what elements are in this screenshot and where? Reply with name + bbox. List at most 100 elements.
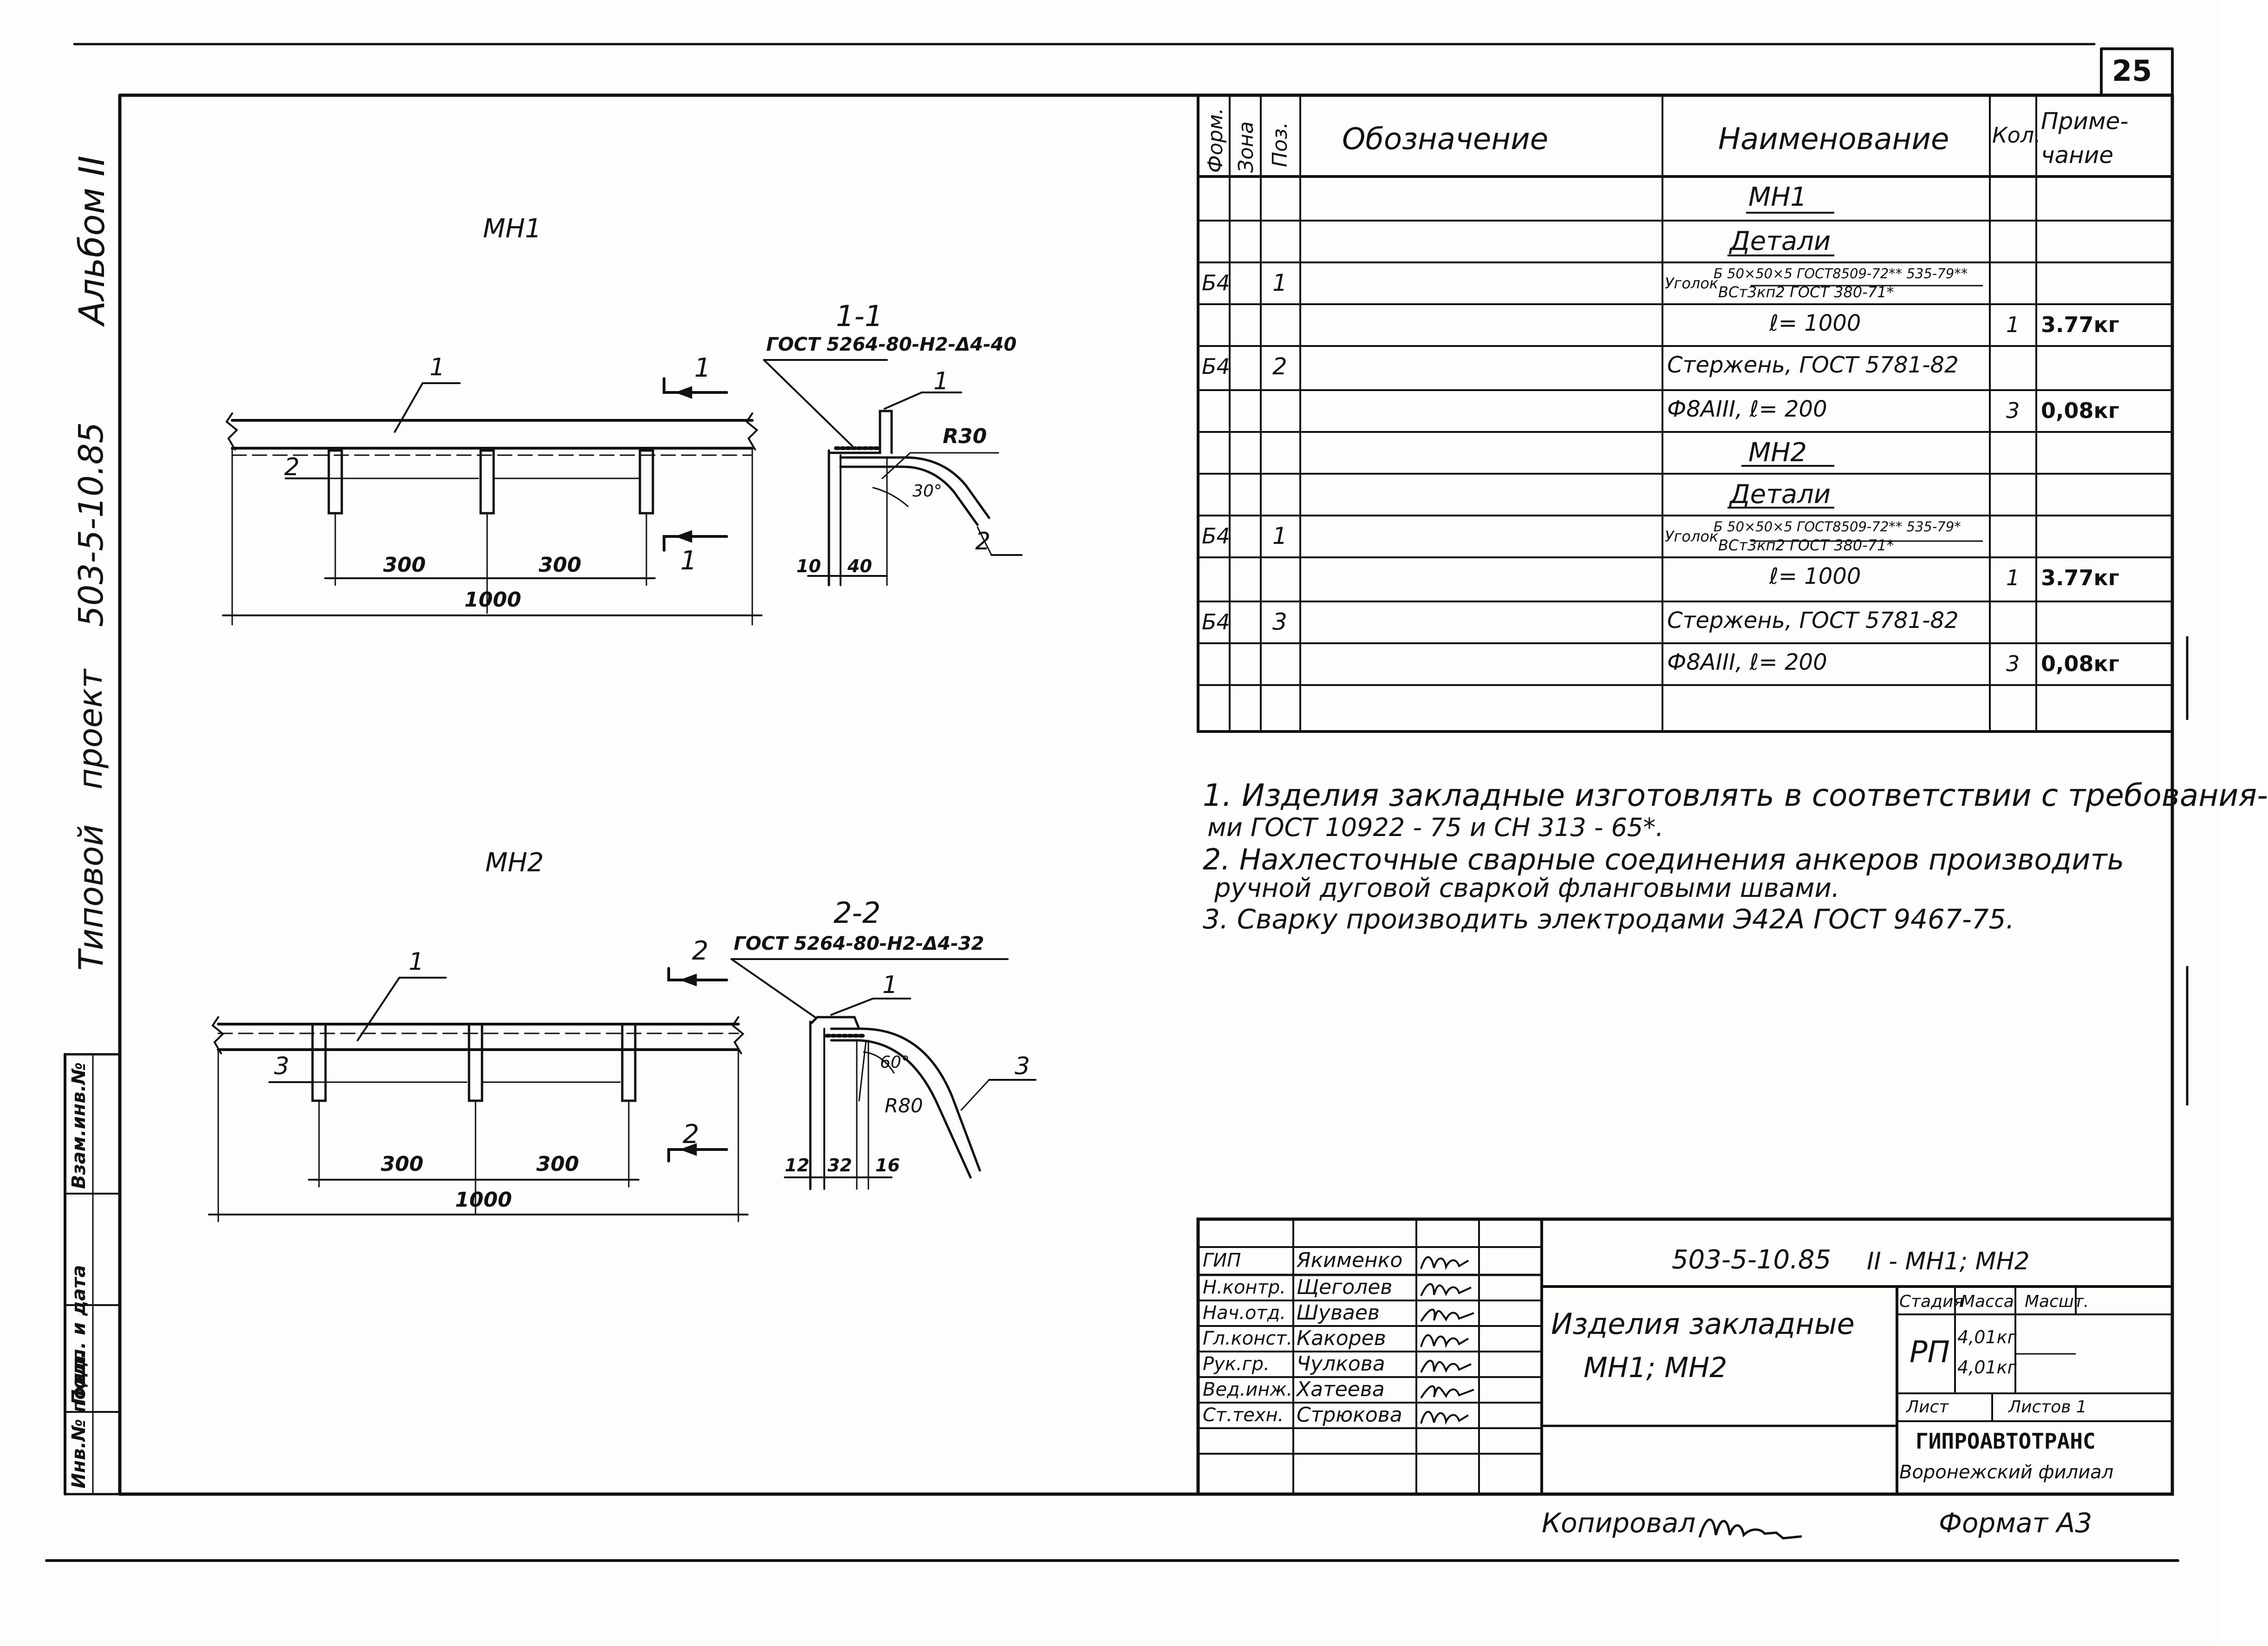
title-block-role: Н.контр.	[1203, 1277, 1286, 1298]
sheets-label: Листов 1	[2008, 1398, 2087, 1417]
spec-row-note: 3.77кг	[2041, 312, 2119, 337]
mn2-section-pos-3: 3	[1015, 1052, 1030, 1080]
title-block-person: Щеголев	[1297, 1275, 1393, 1299]
mn1-cut-mark-bottom: 1	[680, 546, 697, 576]
mn2-dim-300a: 300	[381, 1152, 424, 1176]
note-line-4: ручной дуговой сваркой фланговыми швами.	[1214, 873, 1840, 903]
spec-row-note: 0,08кг	[2041, 651, 2119, 676]
footer-copied: Копировал	[1542, 1507, 1696, 1539]
spec-row-format: Б4	[1202, 609, 1230, 634]
title-block-person: Какорев	[1297, 1326, 1386, 1350]
spec-row-name: Ф8АIII, ℓ= 200	[1667, 649, 1827, 675]
spec-row-name: МН2	[1748, 438, 1807, 468]
spec-row-note: 3.77кг	[2041, 565, 2119, 590]
linework	[45, 43, 2189, 1562]
title-block-role: Вед.инж.	[1203, 1379, 1293, 1400]
mn2-radius: R80	[885, 1094, 923, 1117]
mn1-pos-1: 1	[430, 353, 445, 381]
mn2-title: МН2	[485, 848, 544, 878]
mn2-section-pos-1: 1	[882, 971, 898, 999]
spec-row-pos: 1	[1272, 523, 1287, 549]
drawing-sheet: 25 Альбом II 503-5-10.85 проект Типовой …	[45, 43, 2268, 1562]
mn2-cut-mark-bottom: 2	[683, 1119, 699, 1150]
spec-row-name: ℓ= 1000	[1769, 310, 1861, 336]
stage-label: Стадия	[1899, 1292, 1964, 1311]
title-block-person: Шуваев	[1297, 1301, 1380, 1325]
mn1-dim-300a: 300	[383, 553, 426, 577]
mn2-dim-1000: 1000	[455, 1188, 512, 1212]
header-note: Приме- чание	[2041, 108, 2129, 169]
organization-branch: Воронежский филиал	[1899, 1462, 2114, 1483]
mn1-cut-mark-top: 1	[694, 353, 711, 383]
spec-row-name-bottom: ВСт3кп2 ГОСТ 380-71*	[1718, 283, 1894, 301]
mn1-section-pos-2: 2	[975, 528, 991, 555]
side-project-type: Типовой	[72, 824, 111, 971]
header-qty: Кол.	[1992, 123, 2041, 148]
mn2-pos-3: 3	[274, 1052, 290, 1080]
spec-row-name-prefix: Уголок	[1665, 274, 1719, 292]
stamp-inv: Инв.№ подл.	[68, 1351, 90, 1489]
spec-row-name: МН1	[1748, 182, 1807, 212]
mass-value-1: 4,01кг	[1957, 1327, 2017, 1347]
spec-row-pos: 2	[1272, 353, 1287, 380]
side-code: 503-5-10.85	[72, 422, 111, 627]
mn1-section-title: 1-1	[836, 299, 883, 333]
sheet-number: 25	[2112, 54, 2152, 88]
title-block-person: Хатеева	[1297, 1378, 1385, 1401]
footer-format: Формат А3	[1939, 1507, 2092, 1539]
mn1-dim-10: 10	[796, 556, 821, 576]
mn2-dim-300b: 300	[536, 1152, 579, 1176]
title-block-person: Чулкова	[1297, 1352, 1385, 1376]
mn2-section-title: 2-2	[834, 896, 881, 930]
mn1-angle: 30°	[912, 482, 942, 501]
mn2-dim-32: 32	[828, 1155, 852, 1176]
stage-value: РП	[1910, 1335, 1950, 1370]
mn2-weld-spec: ГОСТ 5264-80-Н2-Δ4-32	[734, 933, 984, 954]
spec-row-name: ℓ= 1000	[1769, 563, 1861, 589]
spec-row-name-top: Б 50×50×5 ГОСТ8509-72** 535-79*	[1714, 519, 1961, 535]
note-line-5: 3. Сварку производить электродами Э42А Г…	[1203, 903, 2014, 935]
mn1-pos-2: 2	[284, 453, 300, 481]
side-project-word: проект	[72, 669, 110, 790]
organization: ГИПРОАВТОТРАНС	[1916, 1429, 2096, 1454]
header-designation: Обозначение	[1342, 122, 1549, 157]
scale-label: Масшт.	[2025, 1292, 2089, 1311]
spec-row-qty: 3	[2006, 398, 2020, 423]
note-line-3: 2. Нахлесточные сварные соединения анкер…	[1203, 843, 2125, 876]
spec-row-note: 0,08кг	[2041, 398, 2119, 423]
title-block-role: Рук.гр.	[1203, 1353, 1270, 1375]
spec-row-qty: 3	[2006, 651, 2020, 676]
mn1-dim-40: 40	[847, 556, 872, 576]
doc-suffix: II - МН1; МН2	[1867, 1248, 2030, 1275]
mn1-dim-1000: 1000	[464, 588, 521, 612]
mn1-weld-spec: ГОСТ 5264-80-Н2-Δ4-40	[766, 334, 1017, 355]
signature-icon	[1420, 1308, 1474, 1322]
header-name: Наименование	[1718, 122, 1949, 157]
mn1-dim-300b: 300	[539, 553, 581, 577]
mn2-cut-mark-top: 2	[692, 936, 709, 966]
title-block-person: Якименко	[1297, 1248, 1403, 1272]
spec-row-pos: 3	[1272, 608, 1287, 635]
spec-row-name: Ф8АIII, ℓ= 200	[1667, 396, 1827, 422]
title-block-role: Ст.техн.	[1203, 1404, 1284, 1426]
copyist-signature-icon	[1698, 1518, 1802, 1540]
spec-row-name-prefix: Уголок	[1665, 528, 1719, 545]
signature-icon	[1420, 1411, 1469, 1425]
signature-icon	[1420, 1385, 1474, 1399]
header-format: Форм.	[1204, 108, 1227, 173]
spec-row-name: Детали	[1730, 479, 1831, 509]
spec-row-format: Б4	[1202, 354, 1230, 379]
note-line-1: 1. Изделия закладные изготовлять в соотв…	[1203, 777, 2268, 813]
spec-row-name: Стержень, ГОСТ 5781-82	[1667, 607, 1959, 634]
item-name-line-1: Изделия закладные	[1551, 1307, 1855, 1341]
signature-icon	[1420, 1359, 1472, 1373]
mn2-dim-16: 16	[875, 1155, 900, 1176]
mn1-section-pos-1: 1	[933, 367, 949, 395]
title-block-role: ГИП	[1203, 1250, 1241, 1271]
spec-row-pos: 1	[1272, 269, 1287, 296]
stamp-replace: Взам.инв.№	[68, 1062, 90, 1189]
item-name-line-2: МН1; МН2	[1584, 1352, 1727, 1384]
signature-icon	[1420, 1334, 1469, 1348]
spec-row-name: Детали	[1730, 226, 1831, 256]
sheet-label: Лист	[1906, 1398, 1949, 1417]
